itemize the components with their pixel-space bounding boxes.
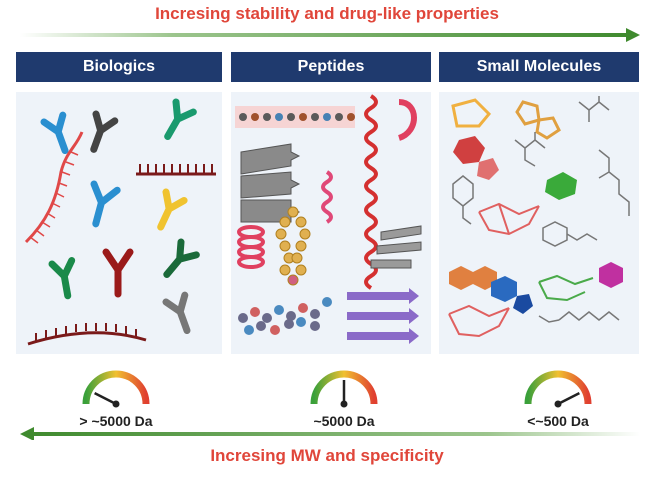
green-ring-icon <box>545 172 577 200</box>
gauge-peptides <box>310 370 378 408</box>
ribbon-icon <box>370 225 422 269</box>
orange-fused-ring-icon <box>515 100 561 140</box>
yellow-ring-icon <box>451 98 492 128</box>
panel-biologics <box>16 92 222 354</box>
beta-strand-icon <box>397 99 417 141</box>
top-arrow <box>20 28 640 42</box>
dna-comb-icon <box>136 164 216 176</box>
blue-fused-ring-icon <box>491 276 533 314</box>
antibody-icon <box>40 98 200 335</box>
skeletal-formula-icon <box>452 96 630 323</box>
bottom-arrow <box>20 427 640 440</box>
rna-strand-icon <box>24 131 84 244</box>
magenta-ring-icon <box>599 262 623 288</box>
cyclic-peptide-icon <box>275 206 311 286</box>
mw-label-biologics: > ~5000 Da <box>79 413 153 429</box>
bead-cluster-icon <box>238 297 332 335</box>
red-fused-ring-icon <box>453 136 499 180</box>
coil-icon <box>237 225 265 269</box>
bottom-chair-icon <box>448 304 510 338</box>
bottom-strand-icon <box>27 323 147 346</box>
gauge-biologics <box>82 370 150 408</box>
beta-sheet-icon <box>240 143 301 223</box>
peptide-chain-icon <box>235 106 355 128</box>
alpha-helix-icon <box>364 94 378 290</box>
panel-peptides <box>231 92 431 354</box>
small-molecules-illustration <box>448 96 630 338</box>
small-helix-icon <box>321 170 333 224</box>
green-chair-icon <box>538 274 594 302</box>
mw-label-small-molecules: <~500 Da <box>527 413 589 429</box>
header-small-molecules: Small Molecules <box>439 52 639 82</box>
biologics-illustration <box>24 98 216 346</box>
peptides-illustration <box>235 94 422 344</box>
bottom-title: Incresing MW and specificity <box>210 446 444 465</box>
gauge-needle <box>557 391 580 406</box>
header-peptides: Peptides <box>231 52 431 82</box>
top-title: Incresing stability and drug-like proper… <box>155 4 499 23</box>
mw-label-peptides: ~5000 Da <box>313 413 375 429</box>
gauge-needle <box>94 391 117 406</box>
purple-sheet-icon <box>347 288 419 344</box>
header-biologics: Biologics <box>16 52 222 82</box>
gauge-small-molecules <box>524 370 592 408</box>
panel-small-molecules <box>439 92 639 354</box>
red-chair-icon <box>478 202 540 236</box>
